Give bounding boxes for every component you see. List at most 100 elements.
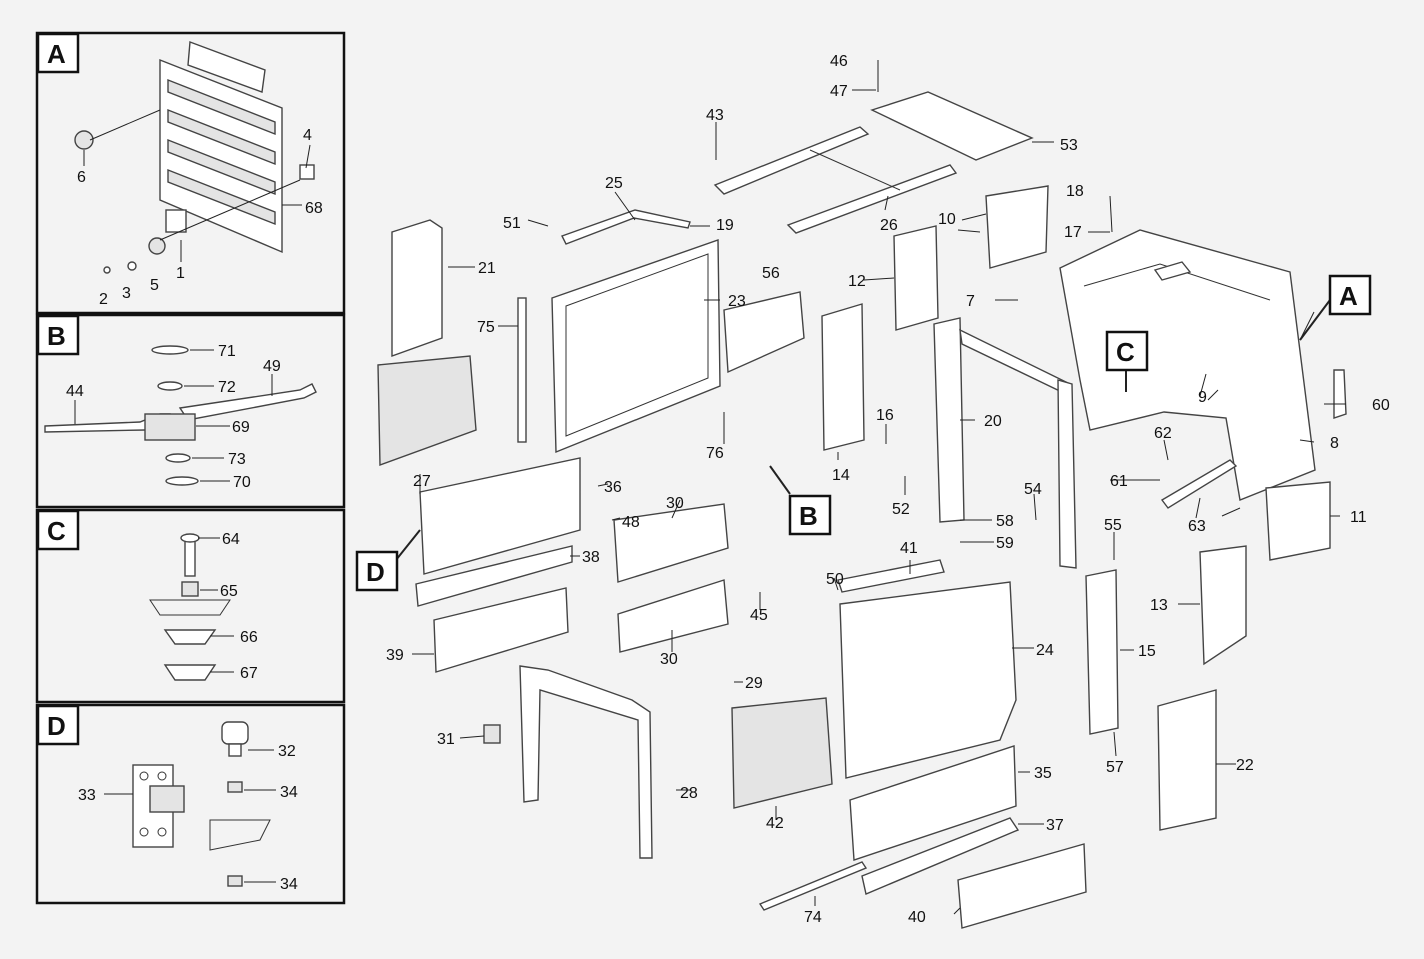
part-41-bar <box>837 559 945 593</box>
label-15: 15 <box>1138 643 1156 660</box>
label-40: 40 <box>908 909 926 926</box>
part-36-frame <box>419 457 581 575</box>
part-22-panel <box>1157 689 1217 831</box>
callout-c <box>1105 330 1149 372</box>
label-26: 26 <box>880 217 898 234</box>
label-5: 5 <box>150 277 159 294</box>
part-30-pad-a <box>613 503 729 583</box>
label-53: 53 <box>1060 137 1078 154</box>
label-46: 46 <box>830 53 848 70</box>
label-20: 20 <box>984 413 1002 430</box>
label-43: 43 <box>706 107 724 124</box>
label-9: 9 <box>1198 389 1207 406</box>
label-30a: 30 <box>666 495 684 512</box>
label-47: 47 <box>830 83 848 100</box>
part-75-rod <box>517 297 527 443</box>
callout-b <box>788 494 832 536</box>
label-68: 68 <box>305 200 323 217</box>
part-40-panel <box>957 843 1087 929</box>
label-29: 29 <box>745 675 763 692</box>
part-63-bar <box>1160 459 1238 509</box>
label-28: 28 <box>680 785 698 802</box>
label-56: 56 <box>762 265 780 282</box>
label-34a: 34 <box>280 784 298 801</box>
label-70: 70 <box>233 474 251 491</box>
label-7: 7 <box>966 293 975 310</box>
part-28-frame <box>519 665 653 859</box>
label-42: 42 <box>766 815 784 832</box>
part-8-canopy <box>1059 229 1316 501</box>
label-27: 27 <box>413 473 431 490</box>
label-17: 17 <box>1064 224 1082 241</box>
inset-letter-a: A <box>47 39 66 69</box>
label-12: 12 <box>848 273 866 290</box>
part-39-panel <box>433 587 569 673</box>
label-71: 71 <box>218 343 236 360</box>
part-14-window <box>821 303 865 451</box>
label-72: 72 <box>218 379 236 396</box>
label-48: 48 <box>622 514 640 531</box>
callout-letter-c: C <box>1116 337 1135 367</box>
label-13: 13 <box>1150 597 1168 614</box>
label-36: 36 <box>604 479 622 496</box>
label-58: 58 <box>996 513 1014 530</box>
label-75: 75 <box>477 319 495 336</box>
label-44: 44 <box>66 383 84 400</box>
label-6: 6 <box>77 169 86 186</box>
part-13-panel <box>1199 545 1247 666</box>
part-24-door <box>839 581 1017 779</box>
label-4: 4 <box>303 127 312 144</box>
label-3: 3 <box>122 285 131 302</box>
inset-panel-b: B 71 72 49 44 69 73 70 <box>35 313 346 509</box>
part-37-strip <box>861 817 1020 895</box>
label-31: 31 <box>437 731 455 748</box>
label-63: 63 <box>1188 518 1206 535</box>
callout-letter-b: B <box>799 501 818 531</box>
label-24: 24 <box>1036 642 1054 659</box>
label-18: 18 <box>1066 183 1084 200</box>
inset-letter-d: D <box>47 711 66 741</box>
inset-panel-d: D 33 32 34 34 <box>35 703 346 905</box>
part-25-handle <box>561 209 691 245</box>
label-65: 65 <box>220 583 238 600</box>
label-67: 67 <box>240 665 258 682</box>
part-27-pad <box>377 355 477 466</box>
label-73: 73 <box>228 451 246 468</box>
label-14: 14 <box>832 467 850 484</box>
label-10: 10 <box>938 211 956 228</box>
label-22: 22 <box>1236 757 1254 774</box>
label-55: 55 <box>1104 517 1122 534</box>
main-exploded-view: 46 47 53 43 25 51 19 26 10 18 17 21 56 1… <box>355 53 1390 929</box>
label-74: 74 <box>804 909 822 926</box>
label-1: 1 <box>176 265 185 282</box>
label-37: 37 <box>1046 817 1064 834</box>
callout-letter-d: D <box>366 557 385 587</box>
part-11-panel <box>1265 481 1331 561</box>
label-45: 45 <box>750 607 768 624</box>
label-16: 16 <box>876 407 894 424</box>
part-12-panel <box>893 225 939 331</box>
part-35-panel <box>849 745 1017 861</box>
part-30-pad-b <box>617 579 729 653</box>
inset-letter-b: B <box>47 321 66 351</box>
label-57: 57 <box>1106 759 1124 776</box>
label-64: 64 <box>222 531 240 548</box>
label-39: 39 <box>386 647 404 664</box>
inset-letter-c: C <box>47 516 66 546</box>
label-33: 33 <box>78 787 96 804</box>
part-60-handle <box>1333 369 1347 419</box>
label-76: 76 <box>706 445 724 462</box>
label-35: 35 <box>1034 765 1052 782</box>
part-56-panel <box>723 291 805 374</box>
label-30b: 30 <box>660 651 678 668</box>
label-41: 41 <box>900 540 918 557</box>
label-11: 11 <box>1350 509 1367 526</box>
inset-panel-c: C 64 65 66 67 <box>35 508 346 704</box>
label-49: 49 <box>263 358 281 375</box>
label-61: 61 <box>1110 473 1128 490</box>
label-8: 8 <box>1330 435 1339 452</box>
label-52: 52 <box>892 501 910 518</box>
part-74-rod <box>758 861 868 911</box>
